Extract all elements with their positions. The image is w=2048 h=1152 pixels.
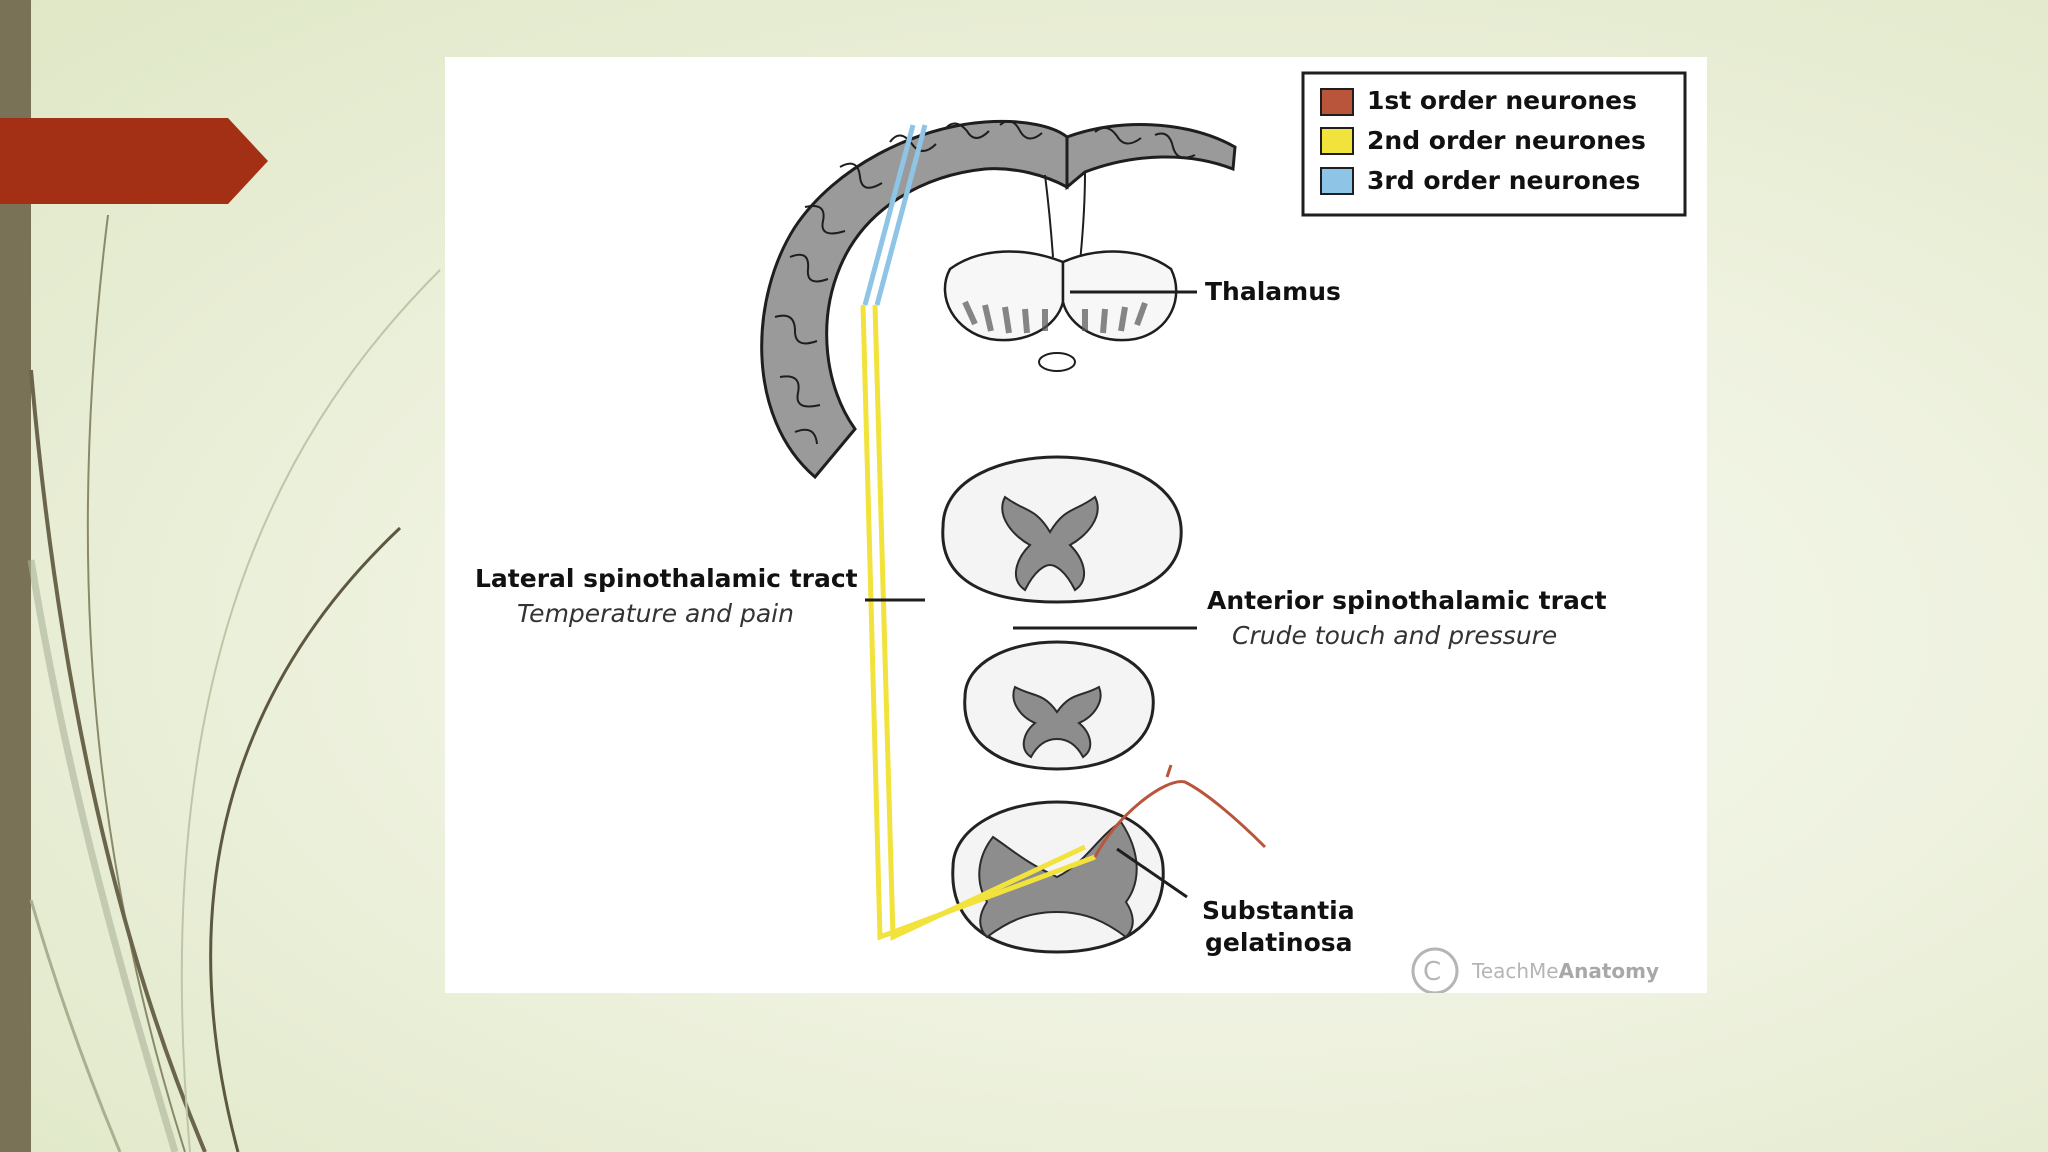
label-lateral-tract: Lateral spinothalamic tract	[475, 564, 858, 593]
label-anterior-tract: Anterior spinothalamic tract	[1207, 586, 1607, 615]
legend-swatch-1st	[1320, 88, 1354, 116]
label-lateral-sub: Temperature and pain	[517, 599, 794, 628]
leader-lines	[865, 290, 1197, 899]
legend-label-1st: 1st order neurones	[1367, 86, 1637, 115]
diagram-panel: 1st order neurones 2nd order neurones 3r…	[445, 57, 1707, 993]
first-order-pathway	[1093, 764, 1267, 858]
label-gelatinosa: gelatinosa	[1205, 928, 1353, 957]
spinal-cord-lower	[951, 800, 1165, 954]
spinothalamic-tract-diagram: 1st order neurones 2nd order neurones 3r…	[475, 71, 1687, 993]
brain-cortex	[760, 119, 1237, 480]
spinal-cord-upper	[941, 455, 1183, 604]
title-accent-arrow	[0, 118, 268, 204]
watermark: C TeachMeAnatomy	[1411, 947, 1659, 993]
decorative-curves	[27, 214, 441, 1152]
third-order-pathway	[862, 124, 928, 306]
label-anterior-sub: Crude touch and pressure	[1232, 621, 1557, 650]
legend: 1st order neurones 2nd order neurones 3r…	[1301, 71, 1687, 217]
spinal-cord-middle	[963, 640, 1155, 771]
label-thalamus: Thalamus	[1205, 277, 1341, 306]
label-substantia: Substantia	[1202, 896, 1355, 925]
thalamus-structure	[943, 250, 1178, 372]
legend-label-2nd: 2nd order neurones	[1367, 126, 1646, 155]
legend-label-3rd: 3rd order neurones	[1367, 166, 1640, 195]
second-order-pathway	[860, 304, 1096, 941]
legend-swatch-2nd	[1320, 127, 1354, 155]
legend-swatch-3rd	[1320, 167, 1354, 195]
watermark-symbol: C	[1423, 957, 1441, 987]
watermark-text: TeachMeAnatomy	[1471, 959, 1659, 983]
